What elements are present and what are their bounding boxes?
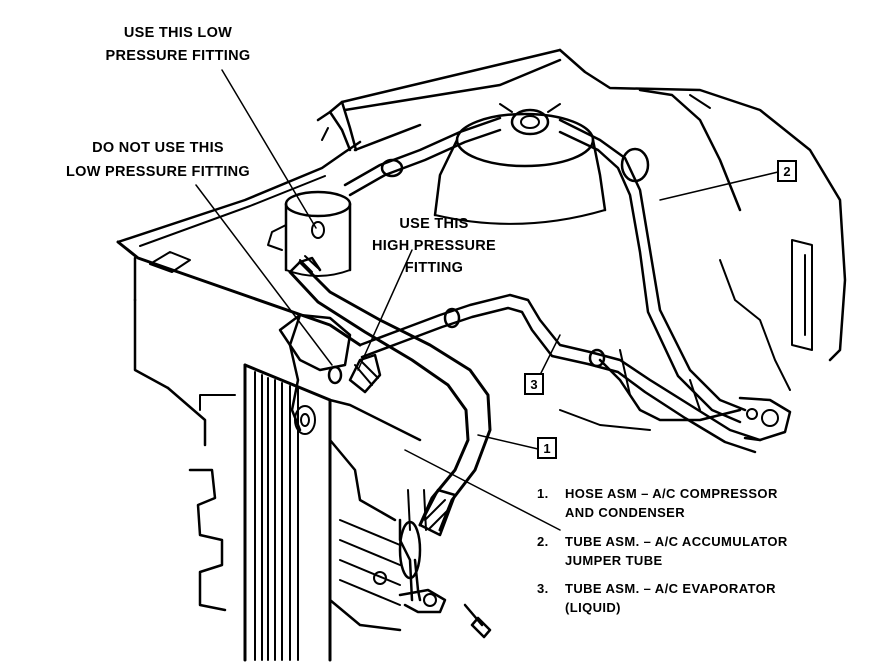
callout-use-high-line1: USE THIS [399,216,468,232]
legend-item-3: 3. TUBE ASM. – A/C EVAPORATOR (LIQUID) [537,581,776,615]
legend-item-2-number: 2. [537,534,549,549]
legend-item-1-line1: HOSE ASM – A/C COMPRESSOR [565,486,778,501]
legend: 1. HOSE ASM – A/C COMPRESSOR AND CONDENS… [537,486,788,615]
marker-3: 3 [524,373,544,395]
condenser [133,298,422,662]
legend-item-2-line2: JUMPER TUBE [565,553,663,568]
firewall-panel [116,48,562,347]
marker-3-label: 3 [530,377,537,392]
callout-dont-low-line1: DO NOT USE THIS [92,140,224,156]
legend-item-1: 1. HOSE ASM – A/C COMPRESSOR AND CONDENS… [537,486,778,520]
marker-1: 1 [537,437,557,459]
marker-2-label: 2 [783,164,790,179]
callout-dont-low-line2: LOW PRESSURE FITTING [66,164,250,180]
callout-use-high-fitting: USE THIS HIGH PRESSURE FITTING [372,216,496,276]
fender-panel [558,48,847,431]
compressor [328,438,492,639]
accumulator-canister [267,190,352,277]
callout-use-low-line1: USE THIS LOW [124,25,232,41]
legend-item-1-line2: AND CONDENSER [565,505,685,520]
marker-2: 2 [777,160,797,182]
callout-do-not-use-low-fitting: DO NOT USE THIS LOW PRESSURE FITTING [66,140,250,180]
legend-item-3-line1: TUBE ASM. – A/C EVAPORATOR [565,581,776,596]
legend-item-3-line2: (LIQUID) [565,600,621,615]
legend-item-2-line1: TUBE ASM. – A/C ACCUMULATOR [565,534,788,549]
marker-1-label: 1 [543,441,550,456]
legend-item-1-number: 1. [537,486,549,501]
callout-use-low-fitting: USE THIS LOW PRESSURE FITTING [106,25,251,64]
callout-use-low-line2: PRESSURE FITTING [106,48,251,64]
leader-lines [195,69,779,531]
tube-lines [278,116,792,537]
legend-item-3-number: 3. [537,581,549,596]
callout-use-high-line2: HIGH PRESSURE [372,238,496,254]
callout-use-high-line3: FITTING [405,260,463,276]
evaporator-dome [433,103,607,225]
legend-item-2: 2. TUBE ASM. – A/C ACCUMULATOR JUMPER TU… [537,534,788,568]
